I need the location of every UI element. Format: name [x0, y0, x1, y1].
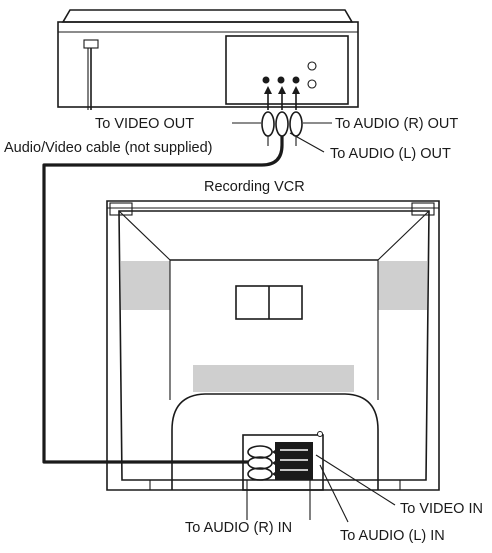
- label-video-out: To VIDEO OUT: [95, 116, 194, 132]
- av-cable: [42, 136, 297, 464]
- output-arrows: [264, 86, 300, 110]
- label-recording-vcr: Recording VCR: [204, 179, 305, 195]
- cable-plugs-top: [261, 111, 303, 137]
- cable-plugs-bottom: [247, 445, 278, 481]
- label-audio-l-out: To AUDIO (L) OUT: [330, 146, 451, 162]
- playback-vcr: [57, 9, 359, 110]
- label-video-in: To VIDEO IN: [400, 501, 483, 517]
- recording-vcr: [106, 200, 440, 491]
- input-jack-panel: [242, 431, 324, 491]
- output-jacks: [262, 61, 317, 89]
- label-audio-r-in: To AUDIO (R) IN: [185, 520, 292, 536]
- label-cable: Audio/Video cable (not supplied): [4, 140, 213, 156]
- label-audio-r-out: To AUDIO (R) OUT: [335, 116, 458, 132]
- label-audio-l-in: To AUDIO (L) IN: [340, 528, 445, 544]
